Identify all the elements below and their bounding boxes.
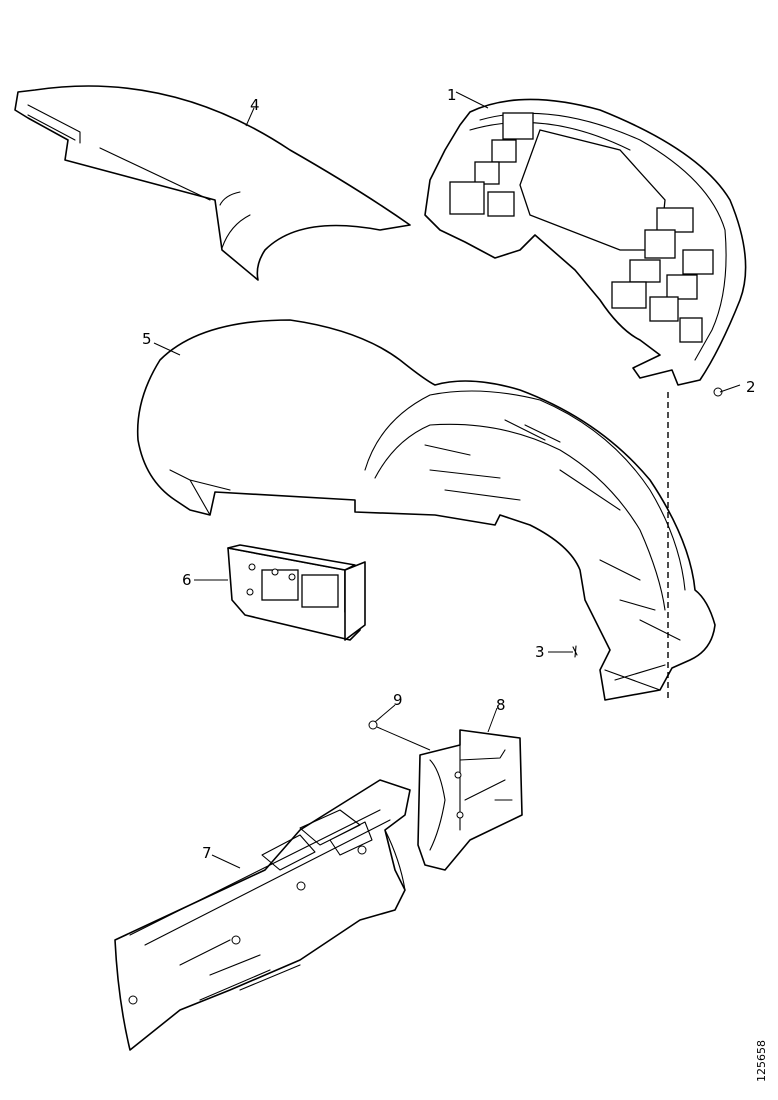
leader-lines — [153, 91, 741, 869]
callout-5: 5 — [142, 330, 152, 348]
callout-1: 1 — [447, 86, 457, 104]
callout-9: 9 — [393, 691, 403, 709]
part-4-upper-cover — [14, 85, 411, 281]
callout-6: 6 — [182, 571, 192, 589]
part-7-lower-panel — [114, 779, 411, 1051]
part-9-screw — [368, 720, 431, 751]
callout-2: 2 — [746, 378, 756, 396]
part-8-side-panel — [417, 729, 523, 871]
callout-8: 8 — [496, 696, 506, 714]
part-2-fastener — [713, 387, 723, 397]
part-1-instrument-bezel — [424, 98, 747, 386]
figure-id: 125658 — [755, 1040, 768, 1082]
callout-4: 4 — [250, 96, 260, 114]
part-6-bracket — [227, 544, 366, 641]
callout-3: 3 — [535, 643, 545, 661]
callout-7: 7 — [202, 844, 212, 862]
part-3-fastener — [572, 645, 578, 658]
part-5-main-panel — [136, 319, 716, 701]
